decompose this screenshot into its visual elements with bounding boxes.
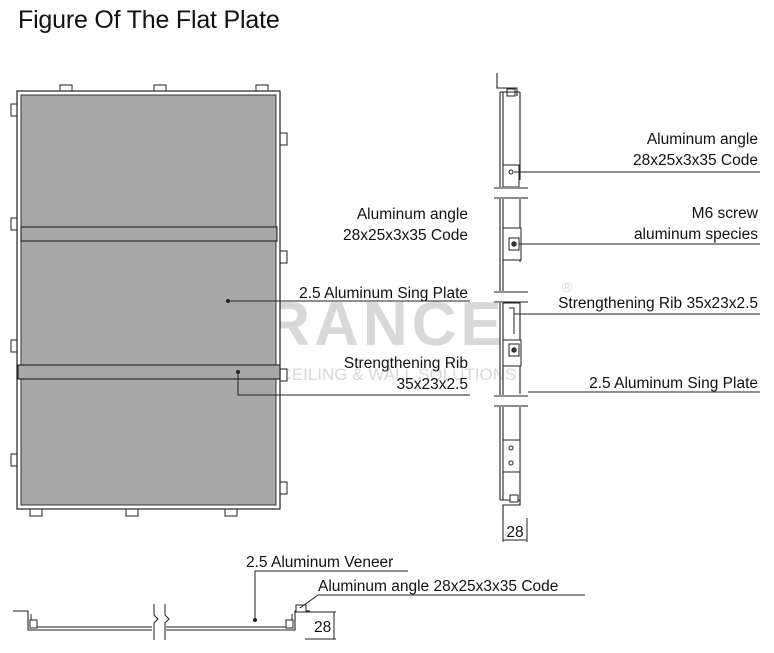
label-screw-line2: aluminum species	[634, 226, 758, 243]
bottom-view: 28 2.5 Aluminum Veneer Aluminum angle 28…	[13, 554, 585, 640]
screw-icon	[511, 241, 517, 247]
section-dimension: 28	[506, 524, 523, 541]
mount-tab	[279, 250, 288, 264]
watermark-registered: ®	[562, 279, 573, 295]
front-view: 2.5 Aluminum Sing Plate Strengthening Ri…	[10, 84, 470, 517]
screw-icon	[511, 347, 517, 353]
watermark-tagline: METAL CEILING & WALL SOLUTIONS	[220, 365, 516, 384]
leader-line	[237, 372, 470, 396]
aluminum-plate	[20, 94, 277, 506]
label-sing-plate-section: 2.5 Aluminum Sing Plate	[589, 375, 758, 392]
label-rib-line2: 35x23x2.5	[396, 376, 468, 393]
strengthening-rib	[20, 226, 278, 242]
label-sing-plate: 2.5 Aluminum Sing Plate	[299, 285, 468, 302]
label-angle-right-line2: 28x25x3x35 Code	[633, 152, 758, 169]
label-angle-right-line1: Aluminum angle	[647, 131, 758, 148]
label-bottom-angle: Aluminum angle 28x25x3x35 Code	[318, 578, 558, 595]
label-angle-left-line1: Aluminum angle	[357, 206, 468, 223]
label-rib: Strengthening Rib 35x23x2.5	[558, 295, 758, 312]
label-veneer: 2.5 Aluminum Veneer	[246, 554, 393, 571]
section-view: 28 Aluminum angle 28x25x3x35 Code M6 scr…	[343, 73, 760, 542]
mount-tab	[279, 481, 288, 495]
bottom-dimension: 28	[314, 619, 331, 636]
mount-tab	[224, 508, 238, 517]
mount-tab	[279, 368, 288, 382]
label-angle-left-line2: 28x25x3x35 Code	[343, 227, 468, 244]
mount-tab	[29, 508, 43, 517]
label-rib-line1: Strengthening Rib	[344, 355, 468, 372]
strengthening-rib	[17, 364, 281, 380]
label-screw-line1: M6 screw	[692, 205, 759, 222]
page-title: Figure Of The Flat Plate	[18, 6, 280, 34]
mount-tab	[125, 508, 139, 517]
mount-tab	[279, 132, 288, 146]
